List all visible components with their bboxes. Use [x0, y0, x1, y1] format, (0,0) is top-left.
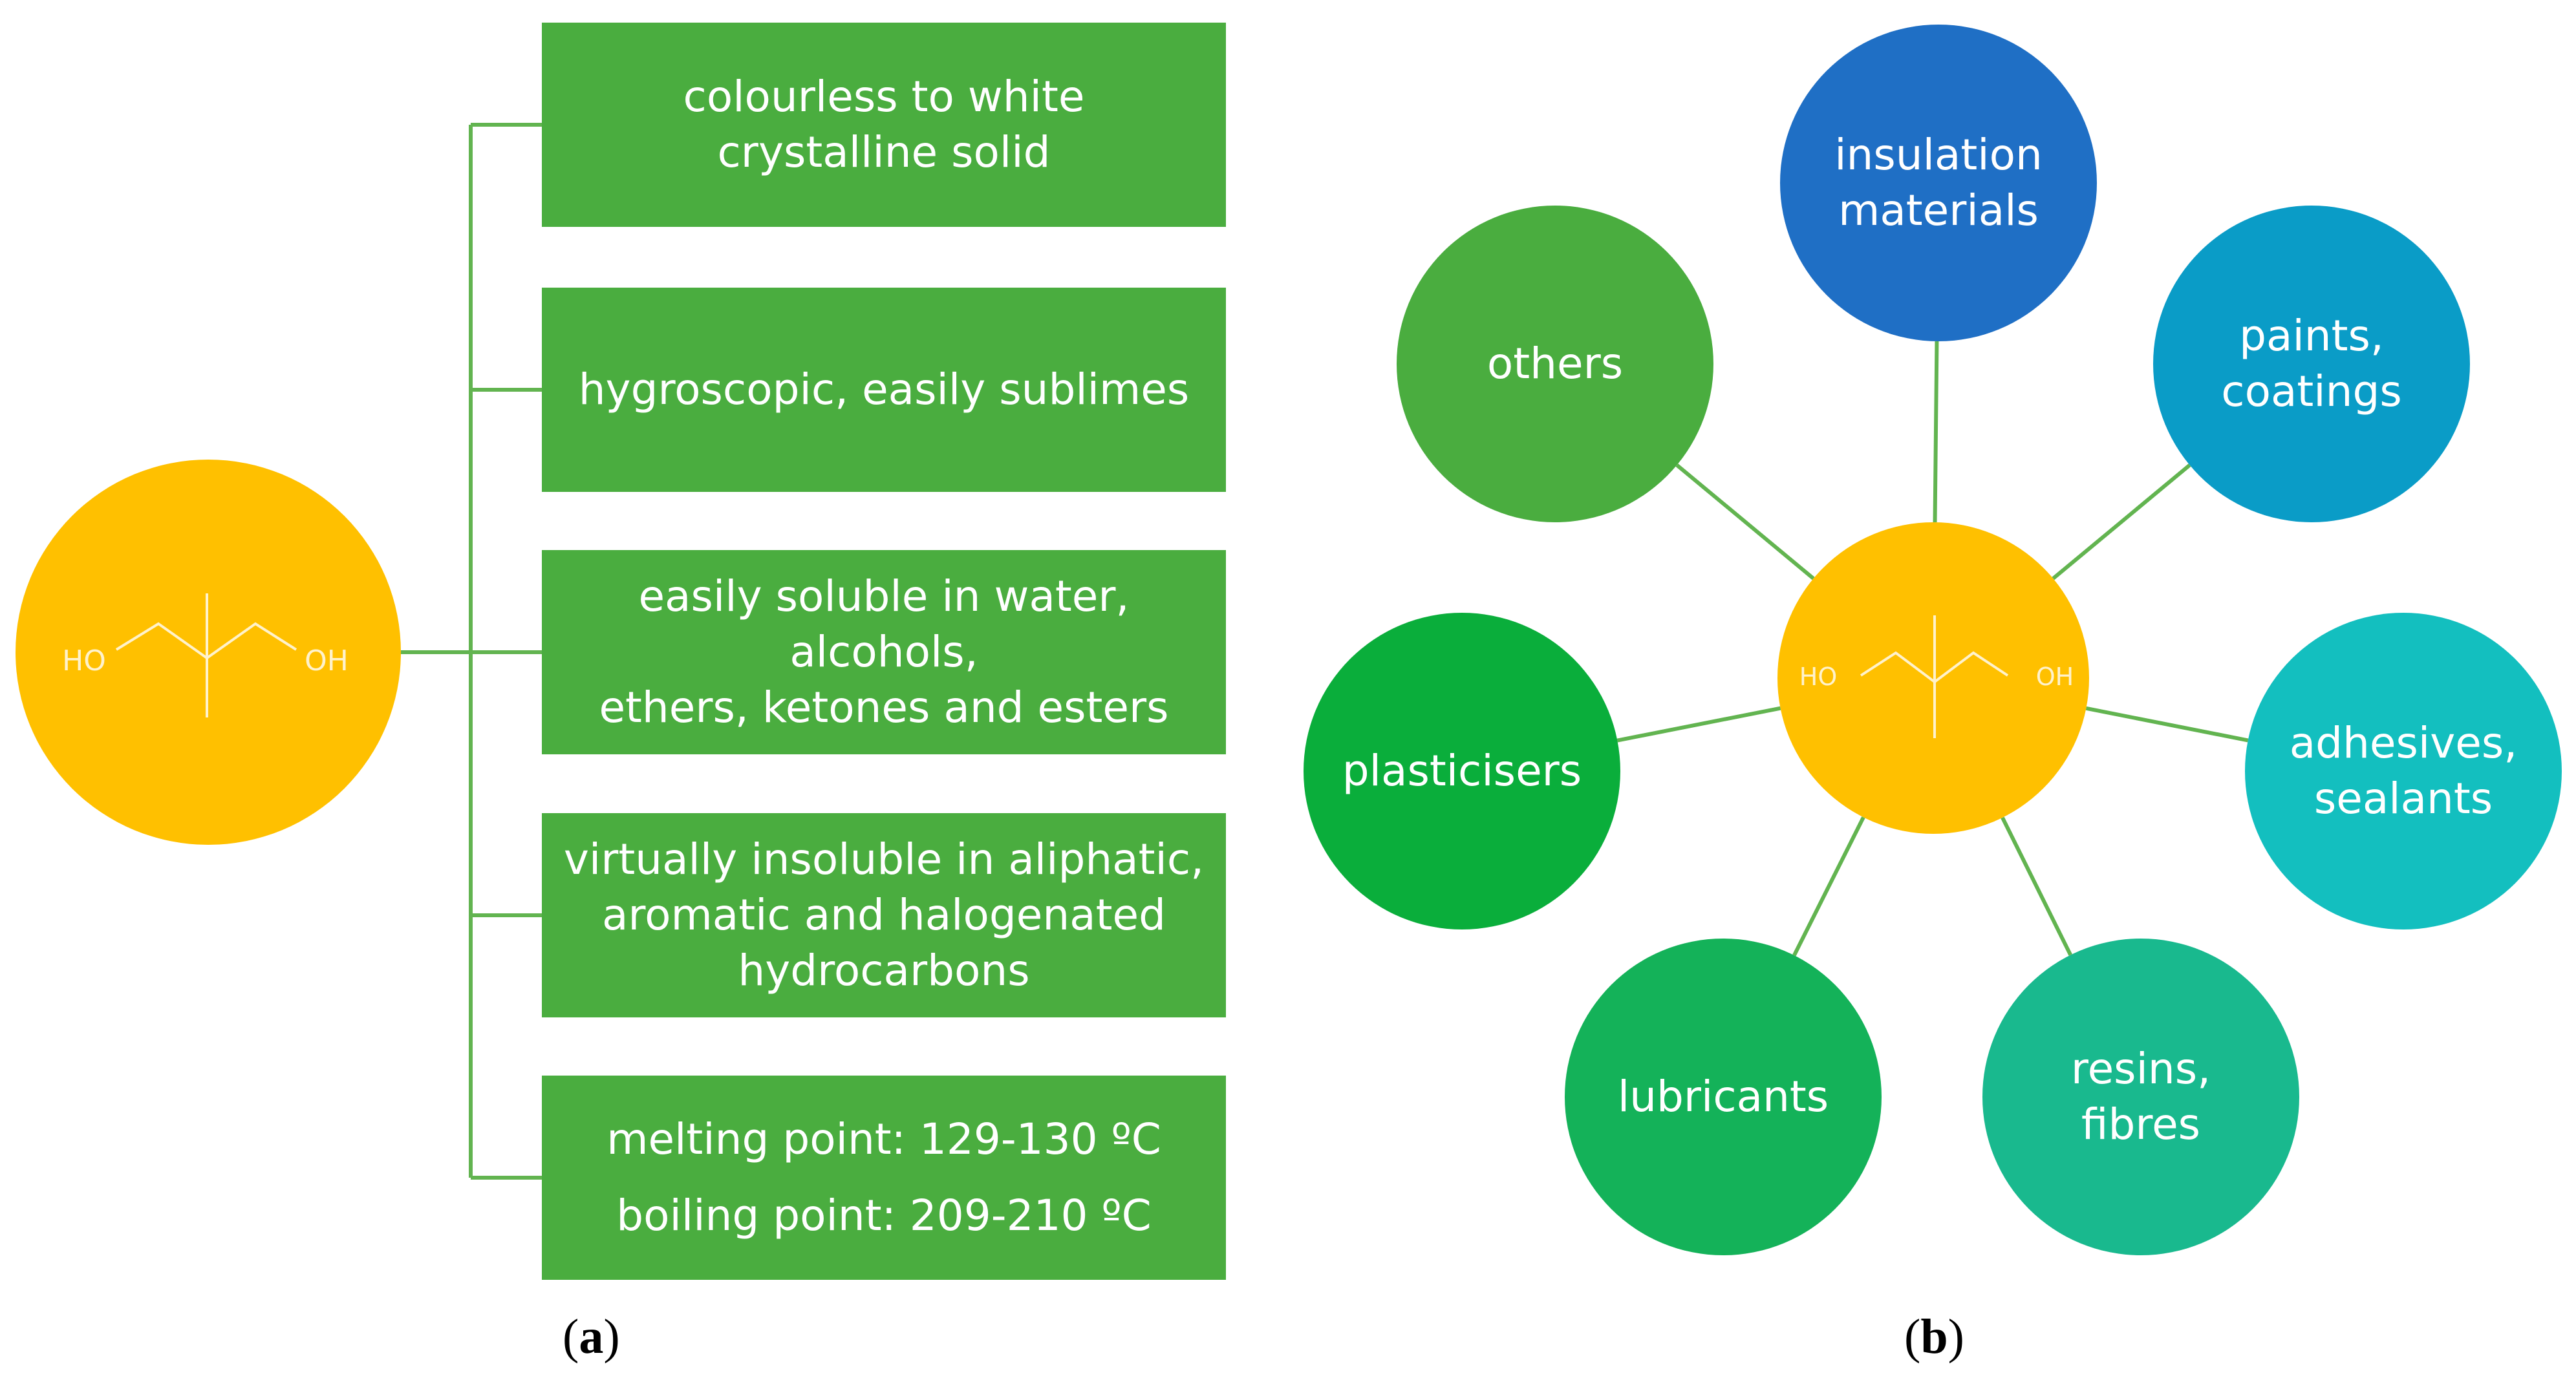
- application-circle-paints-coatings: paints,coatings: [2153, 206, 2470, 522]
- property-text: hydrocarbons: [738, 946, 1030, 995]
- property-box-insoluble: virtually insoluble in aliphatic, aromat…: [542, 813, 1226, 1017]
- panel-label-paren: ): [1948, 1310, 1964, 1364]
- application-text: resins,: [2070, 1044, 2211, 1094]
- panel-b-center-circle: HO OH: [1777, 522, 2089, 834]
- application-text: sealants: [2313, 774, 2493, 823]
- hydroxyl-right-label-a: OH: [305, 644, 349, 677]
- spoke-paints: [2052, 463, 2191, 580]
- spoke-adhesives: [2085, 706, 2249, 743]
- spoke-lubricants: [1792, 816, 1865, 957]
- application-circle-others: others: [1397, 206, 1713, 522]
- property-text: colourless to white: [683, 72, 1085, 122]
- property-box-melting-boiling: melting point: 129-130 ºC boiling point:…: [542, 1076, 1226, 1280]
- property-text: boiling point: 209-210 ºC: [616, 1191, 1152, 1240]
- application-circle-insulation-materials: insulation materials: [1780, 25, 2097, 341]
- property-box-soluble: easily soluble in water, alcohols, ether…: [542, 550, 1226, 754]
- application-text: coatings: [2221, 366, 2402, 416]
- spoke-resins: [2001, 816, 2072, 956]
- panel-a-tree-connectors: [401, 123, 542, 1180]
- panel-label-a: (a): [563, 1309, 620, 1365]
- application-text: lubricants: [1617, 1072, 1829, 1121]
- application-text: paints,: [2239, 311, 2384, 361]
- application-circle-plasticisers: plasticisers: [1304, 613, 1620, 929]
- property-box-appearance: colourless to white crystalline solid: [542, 23, 1226, 227]
- application-text: plasticisers: [1342, 746, 1582, 796]
- panel-label-letter: a: [579, 1310, 604, 1364]
- hydroxyl-left-label-b: HO: [1799, 663, 1837, 691]
- application-circle-lubricants: lubricants: [1565, 939, 1882, 1255]
- application-text: fibres: [2081, 1099, 2201, 1149]
- panel-a-center-circle: HO OH: [16, 460, 401, 845]
- hydroxyl-right-label-b: OH: [2036, 663, 2074, 691]
- application-text: materials: [1838, 186, 2039, 235]
- panel-label-paren: ): [603, 1310, 620, 1364]
- application-text: others: [1487, 339, 1624, 388]
- application-circle-adhesives-sealants: adhesives, sealants: [2245, 613, 2562, 929]
- property-text: ethers, ketones and esters: [599, 683, 1169, 732]
- spoke-insulation: [1933, 341, 1939, 523]
- application-circle-resins-fibres: resins,fibres: [1982, 939, 2299, 1255]
- property-text: aromatic and halogenated: [601, 890, 1166, 940]
- spoke-plasticisers: [1616, 706, 1781, 743]
- panel-label-paren: (: [563, 1310, 579, 1364]
- neopentyl-glycol-structure-a: [115, 593, 297, 717]
- property-text: melting point: 129-130 ºC: [606, 1114, 1161, 1164]
- property-text: hygroscopic, easily sublimes: [578, 365, 1190, 414]
- property-text: easily soluble in water, alcohols,: [638, 571, 1130, 677]
- neopentyl-glycol-structure-b: [1860, 615, 2009, 738]
- property-box-hygroscopic: hygroscopic, easily sublimes: [542, 288, 1226, 492]
- panel-b-spokes: [1616, 341, 2249, 957]
- panel-label-letter: b: [1920, 1310, 1948, 1364]
- panel-label-paren: (: [1904, 1310, 1921, 1364]
- property-text: virtually insoluble in aliphatic,: [563, 834, 1205, 884]
- application-text: insulation: [1834, 130, 2043, 180]
- spoke-others: [1675, 463, 1815, 580]
- property-text: crystalline solid: [717, 127, 1051, 177]
- hydroxyl-left-label-a: HO: [62, 644, 106, 677]
- panel-label-b: (b): [1904, 1309, 1964, 1365]
- application-text: adhesives,: [2289, 718, 2518, 768]
